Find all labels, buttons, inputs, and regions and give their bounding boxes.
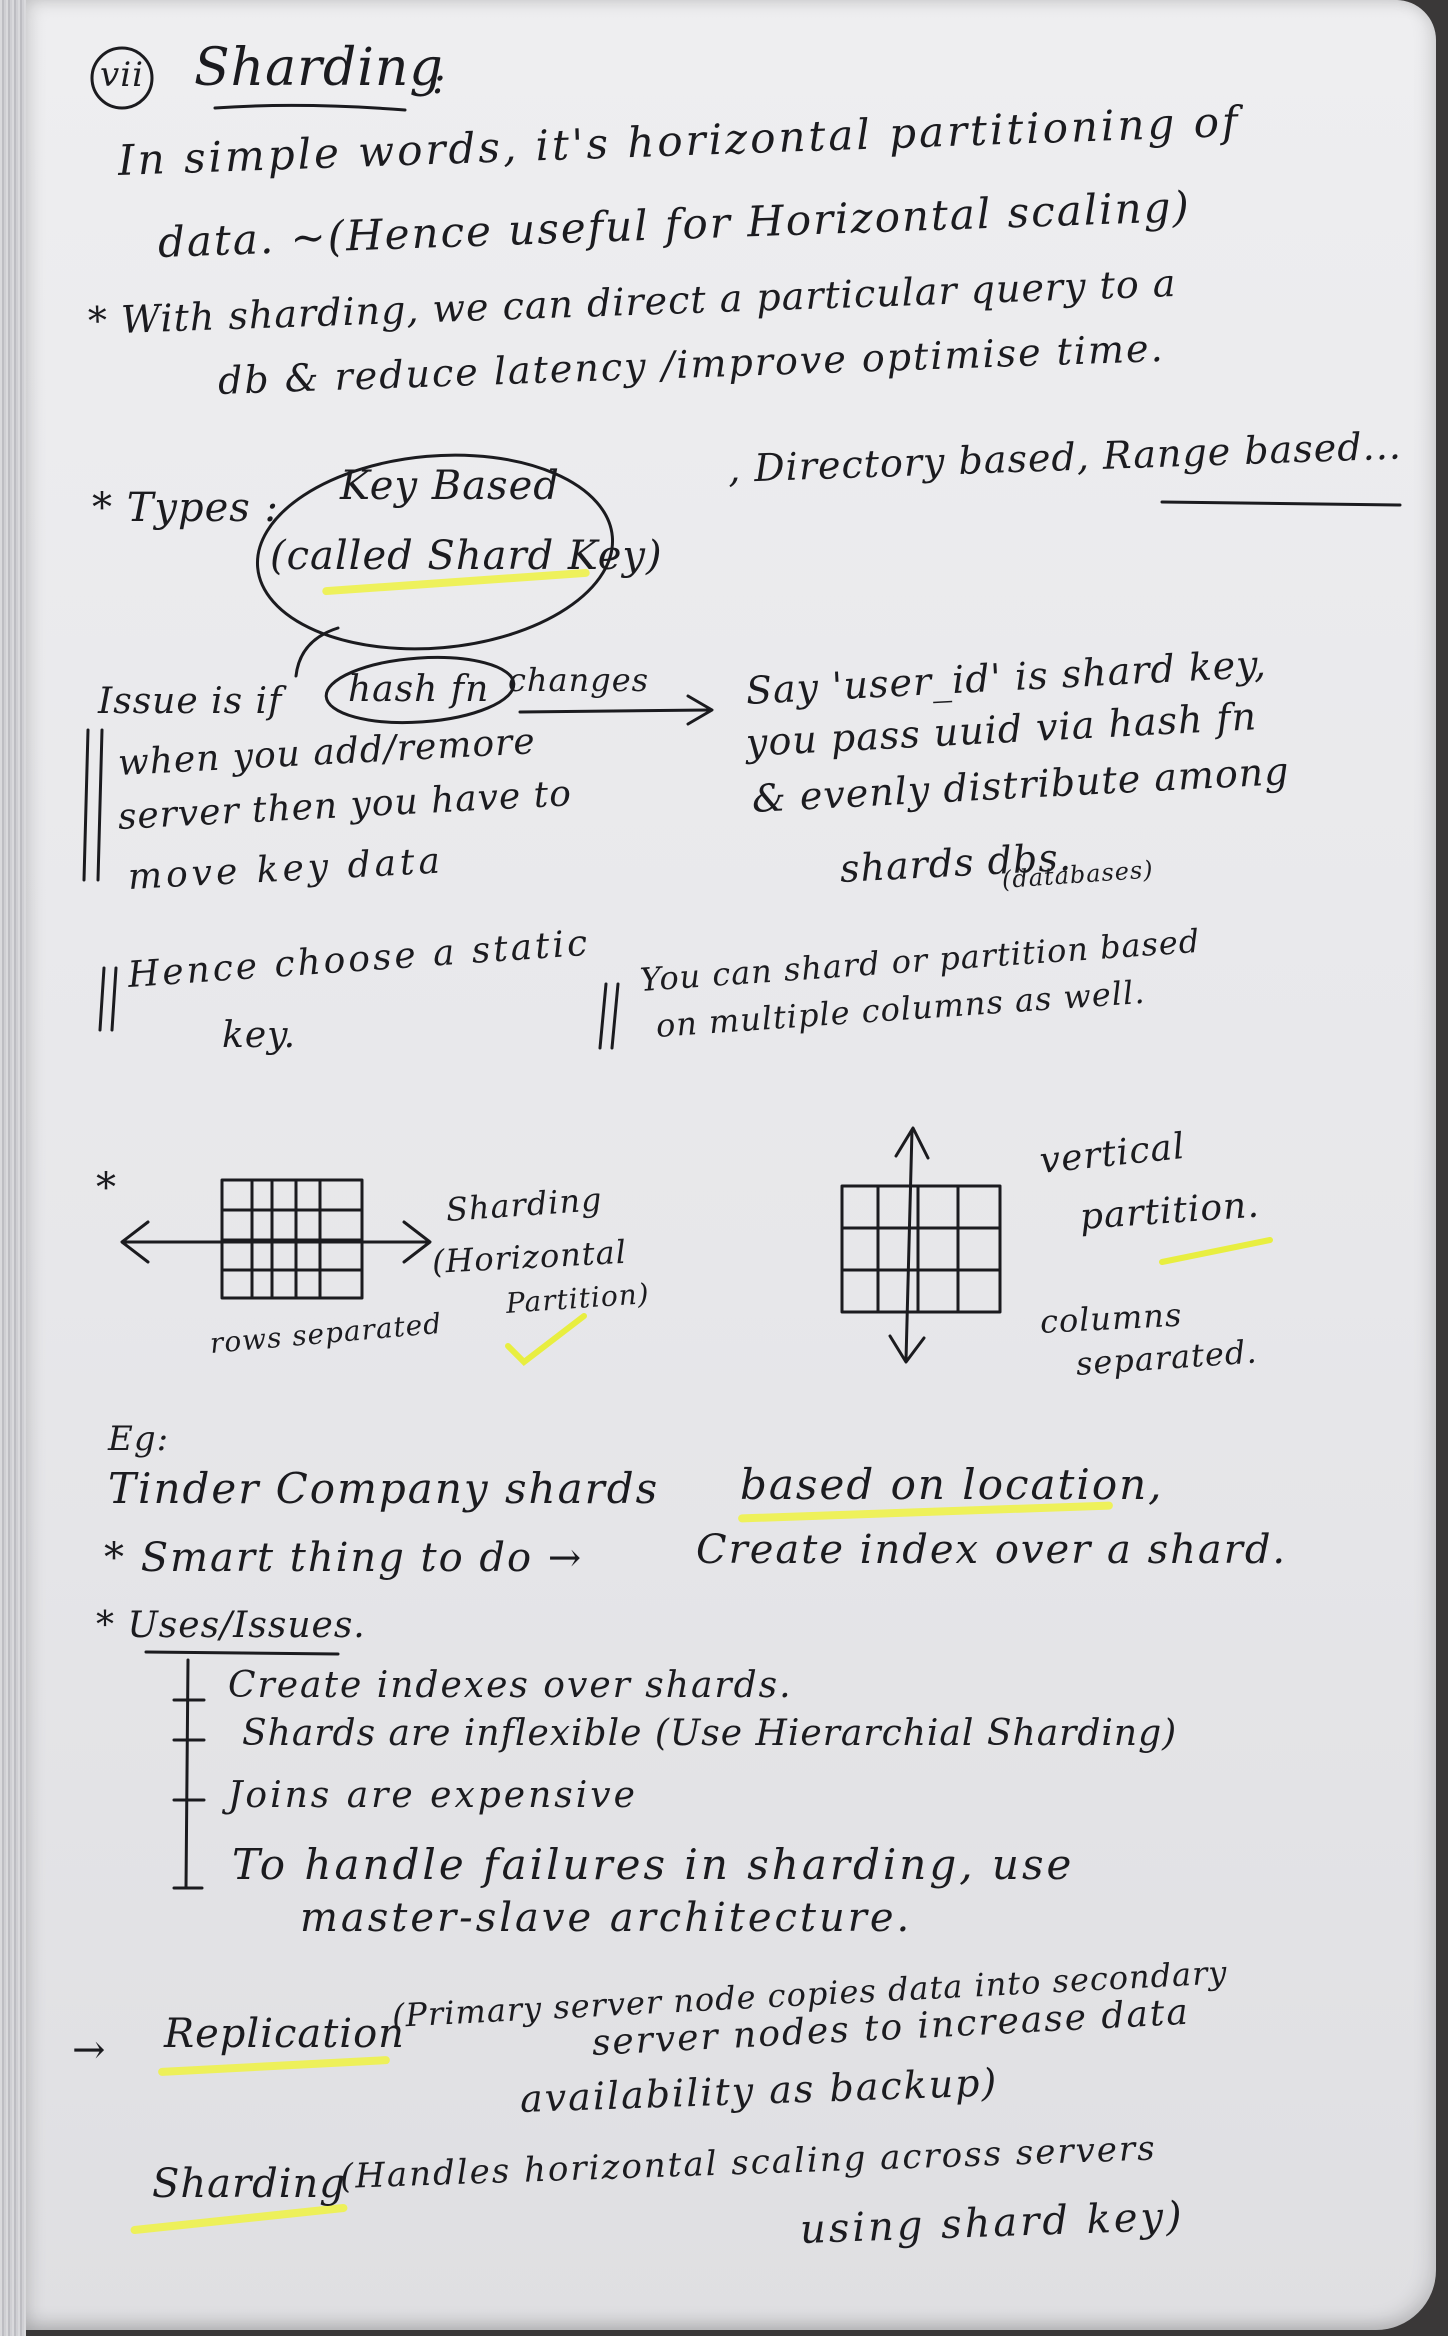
- issue-changes: changes: [508, 661, 650, 699]
- diagram-star: *: [96, 1165, 117, 1211]
- uses-item-1: Create indexes over shards.: [228, 1665, 793, 1706]
- issue-bracket: [82, 728, 104, 882]
- sharding-term: Sharding: [152, 2161, 346, 2207]
- uses-tree-trunk: [184, 1658, 190, 1890]
- v-grid: [840, 1184, 1002, 1314]
- h-arrow-left-head: [120, 1220, 150, 1264]
- example-tinder: Tinder Company shards: [108, 1464, 660, 1513]
- uses-item-2: Shards are inflexible (Use Hierarchial S…: [242, 1713, 1178, 1754]
- types-shard-key: (called Shard Key): [270, 533, 663, 579]
- h-check-highlight: [505, 1313, 587, 1366]
- heading-number: vii: [100, 55, 144, 95]
- uses-item-3: Joins are expensive: [228, 1775, 638, 1816]
- v-check-highlight: [1159, 1237, 1273, 1265]
- key-based-oval: [255, 453, 615, 651]
- h-arrow-right-head: [402, 1220, 432, 1264]
- summary-arrow: →: [72, 2027, 107, 2073]
- notebook-page: [18, 0, 1436, 2330]
- cols-label-1: columns: [1039, 1295, 1184, 1341]
- notebook-binding: [0, 0, 26, 2336]
- v-arrow-up-head: [894, 1126, 930, 1160]
- issue-hash-fn: hash fn: [348, 669, 490, 710]
- v-arrow-line: [904, 1128, 914, 1362]
- heading-underline: [213, 103, 407, 112]
- h-grid-lines: [220, 1178, 364, 1300]
- issue-arrow-line: [518, 708, 710, 714]
- h-label-1: Sharding: [444, 1180, 604, 1229]
- smart-rest: Create index over a shard.: [696, 1527, 1288, 1573]
- hence-line-2: key.: [222, 1015, 297, 1056]
- example-tinder-location: based on location,: [740, 1460, 1164, 1509]
- multi-bracket: [598, 982, 620, 1050]
- uses-item-4-cont: master-slave architecture.: [300, 1895, 913, 1941]
- uses-underline: [144, 1650, 340, 1656]
- smart-prefix: * Smart thing to do →: [104, 1535, 584, 1581]
- types-underline: [1160, 500, 1402, 507]
- v-grid-lines: [840, 1184, 1002, 1314]
- heading-number-circle: [90, 46, 154, 110]
- uses-item-4: To handle failures in sharding, use: [232, 1840, 1075, 1889]
- uses-tree-ticks: [172, 1698, 206, 1890]
- types-key-based: Key Based: [340, 463, 560, 509]
- v-arrow-down-head: [888, 1334, 926, 1364]
- example-eg: Eg:: [108, 1419, 170, 1459]
- hence-bracket: [98, 966, 118, 1032]
- hash-fn-oval: [324, 655, 516, 725]
- h-label-2: (Horizontal: [431, 1232, 628, 1281]
- issue-prefix: Issue is if: [98, 681, 283, 722]
- replication-term: Replication: [164, 2011, 405, 2057]
- oval-pointer: [294, 626, 340, 678]
- issue-arrow-head: [686, 694, 714, 726]
- heading-colon: :: [432, 57, 447, 103]
- page-title: Sharding: [194, 38, 444, 98]
- uses-title: * Uses/Issues.: [96, 1605, 366, 1646]
- types-label: * Types :: [92, 485, 279, 531]
